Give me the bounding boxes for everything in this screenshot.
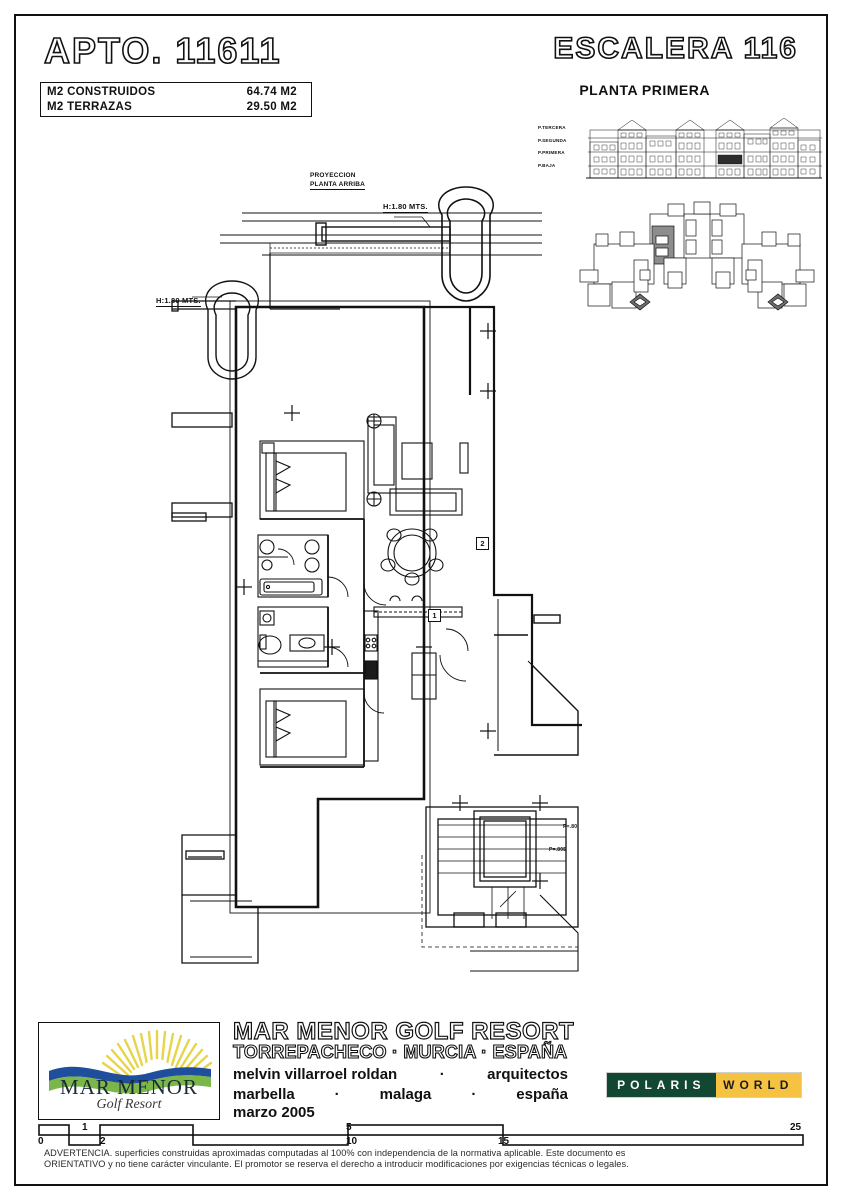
area-label-built: M2 CONSTRUIDOS	[47, 86, 156, 98]
project-date: marzo 2005	[233, 1104, 315, 1121]
building-elevation-drawing	[586, 117, 822, 179]
scale-tick-5: 5	[346, 1122, 352, 1133]
architect-role: arquitectos	[487, 1066, 568, 1083]
project-city-row: marbella · malaga · españa	[233, 1086, 568, 1103]
disclaimer-line-2: ORIENTATIVO y no tiene carácter vinculan…	[44, 1159, 629, 1169]
architect-name: melvin villarroel roldan	[233, 1066, 398, 1083]
elevation-floor-label: P.BAJA	[538, 162, 556, 168]
project-title: MAR MENOR GOLF RESORT	[232, 1017, 575, 1045]
annotation-projection-line2: PLANTA ARRIBA	[310, 181, 366, 190]
polaris-label: POLARIS	[607, 1073, 716, 1097]
page-title-apartment: APTO. 11611	[43, 29, 282, 72]
scale-bar: 0 1 2 5 10 15 25	[38, 1122, 804, 1148]
world-label: WORLD	[715, 1073, 801, 1097]
elevation-key: P.TERCERA P.SEGUNDA P.PRIMERA P.BAJA	[538, 114, 824, 186]
room-marker-2: 2	[476, 537, 489, 550]
elevation-floor-labels: P.TERCERA P.SEGUNDA P.PRIMERA P.BAJA	[538, 122, 580, 172]
annotation-height-right: H:1.80 MTS.	[383, 202, 428, 213]
table-row: M2 CONSTRUIDOS 64.74 M2	[47, 85, 305, 100]
project-location: TORREPACHECO · MURCIA · ESPAÑA	[232, 1041, 568, 1062]
site-key-plan	[579, 201, 815, 311]
mar-menor-logo: MAR MENOR Golf Resort	[38, 1022, 220, 1120]
disclaimer: ADVERTENCIA. superficies construidas apr…	[44, 1148, 804, 1170]
logo-tagline: Golf Resort	[96, 1097, 162, 1112]
architect-province: malaga	[379, 1086, 432, 1103]
architect-country: españa	[516, 1086, 568, 1103]
elevation-floor-label: P.PRIMERA	[538, 150, 565, 155]
scale-tick-15: 15	[498, 1136, 510, 1147]
scale-tick-0: 0	[38, 1136, 44, 1147]
room-marker-1: 1	[428, 609, 441, 622]
scale-bar-graphic	[38, 1124, 804, 1146]
scale-tick-1: 1	[82, 1122, 88, 1133]
city-separator: ·	[334, 1086, 340, 1103]
annotation-stair-dim-2: P=.80E	[549, 847, 567, 853]
area-value-built: 64.74 M2	[246, 86, 297, 98]
table-row: M2 TERRAZAS 29.50 M2	[47, 100, 305, 115]
sheet-border	[14, 14, 828, 1186]
scale-tick-10: 10	[346, 1136, 358, 1147]
wave-graphic	[49, 1066, 211, 1094]
architect-city: marbella	[233, 1086, 295, 1103]
logo-name: MAR MENOR	[60, 1075, 198, 1099]
page-title-stair: ESCALERA 116	[553, 31, 798, 66]
area-table: M2 CONSTRUIDOS 64.74 M2 M2 TERRAZAS 29.5…	[40, 82, 312, 117]
disclaimer-line-1: ADVERTENCIA. superficies construidas apr…	[44, 1148, 626, 1158]
annotation-height-left: H:1.80 MTS.	[156, 296, 201, 307]
logo-graphic	[49, 1029, 213, 1094]
project-architect-row: melvin villarroel roldan · arquitectos	[233, 1066, 568, 1083]
floor-label: PLANTA PRIMERA	[579, 82, 710, 98]
area-value-terrace: 29.50 M2	[246, 101, 297, 113]
apartment-floor-plan-drawing	[171, 186, 582, 972]
elevation-floor-label: P.SEGUNDA	[538, 137, 567, 143]
annotation-projection-line1: PROYECCION	[310, 172, 356, 179]
area-label-terrace: M2 TERRAZAS	[47, 101, 133, 113]
scale-tick-2: 2	[100, 1136, 106, 1147]
province-separator: ·	[471, 1086, 477, 1103]
polaris-world-logo: POLARIS WORLD	[606, 1072, 802, 1098]
annotation-stair-dim-1: P=.80	[563, 824, 578, 830]
scale-tick-25: 25	[790, 1122, 802, 1133]
elevation-floor-label: P.TERCERA	[538, 125, 566, 130]
architect-separator: ·	[439, 1066, 445, 1083]
